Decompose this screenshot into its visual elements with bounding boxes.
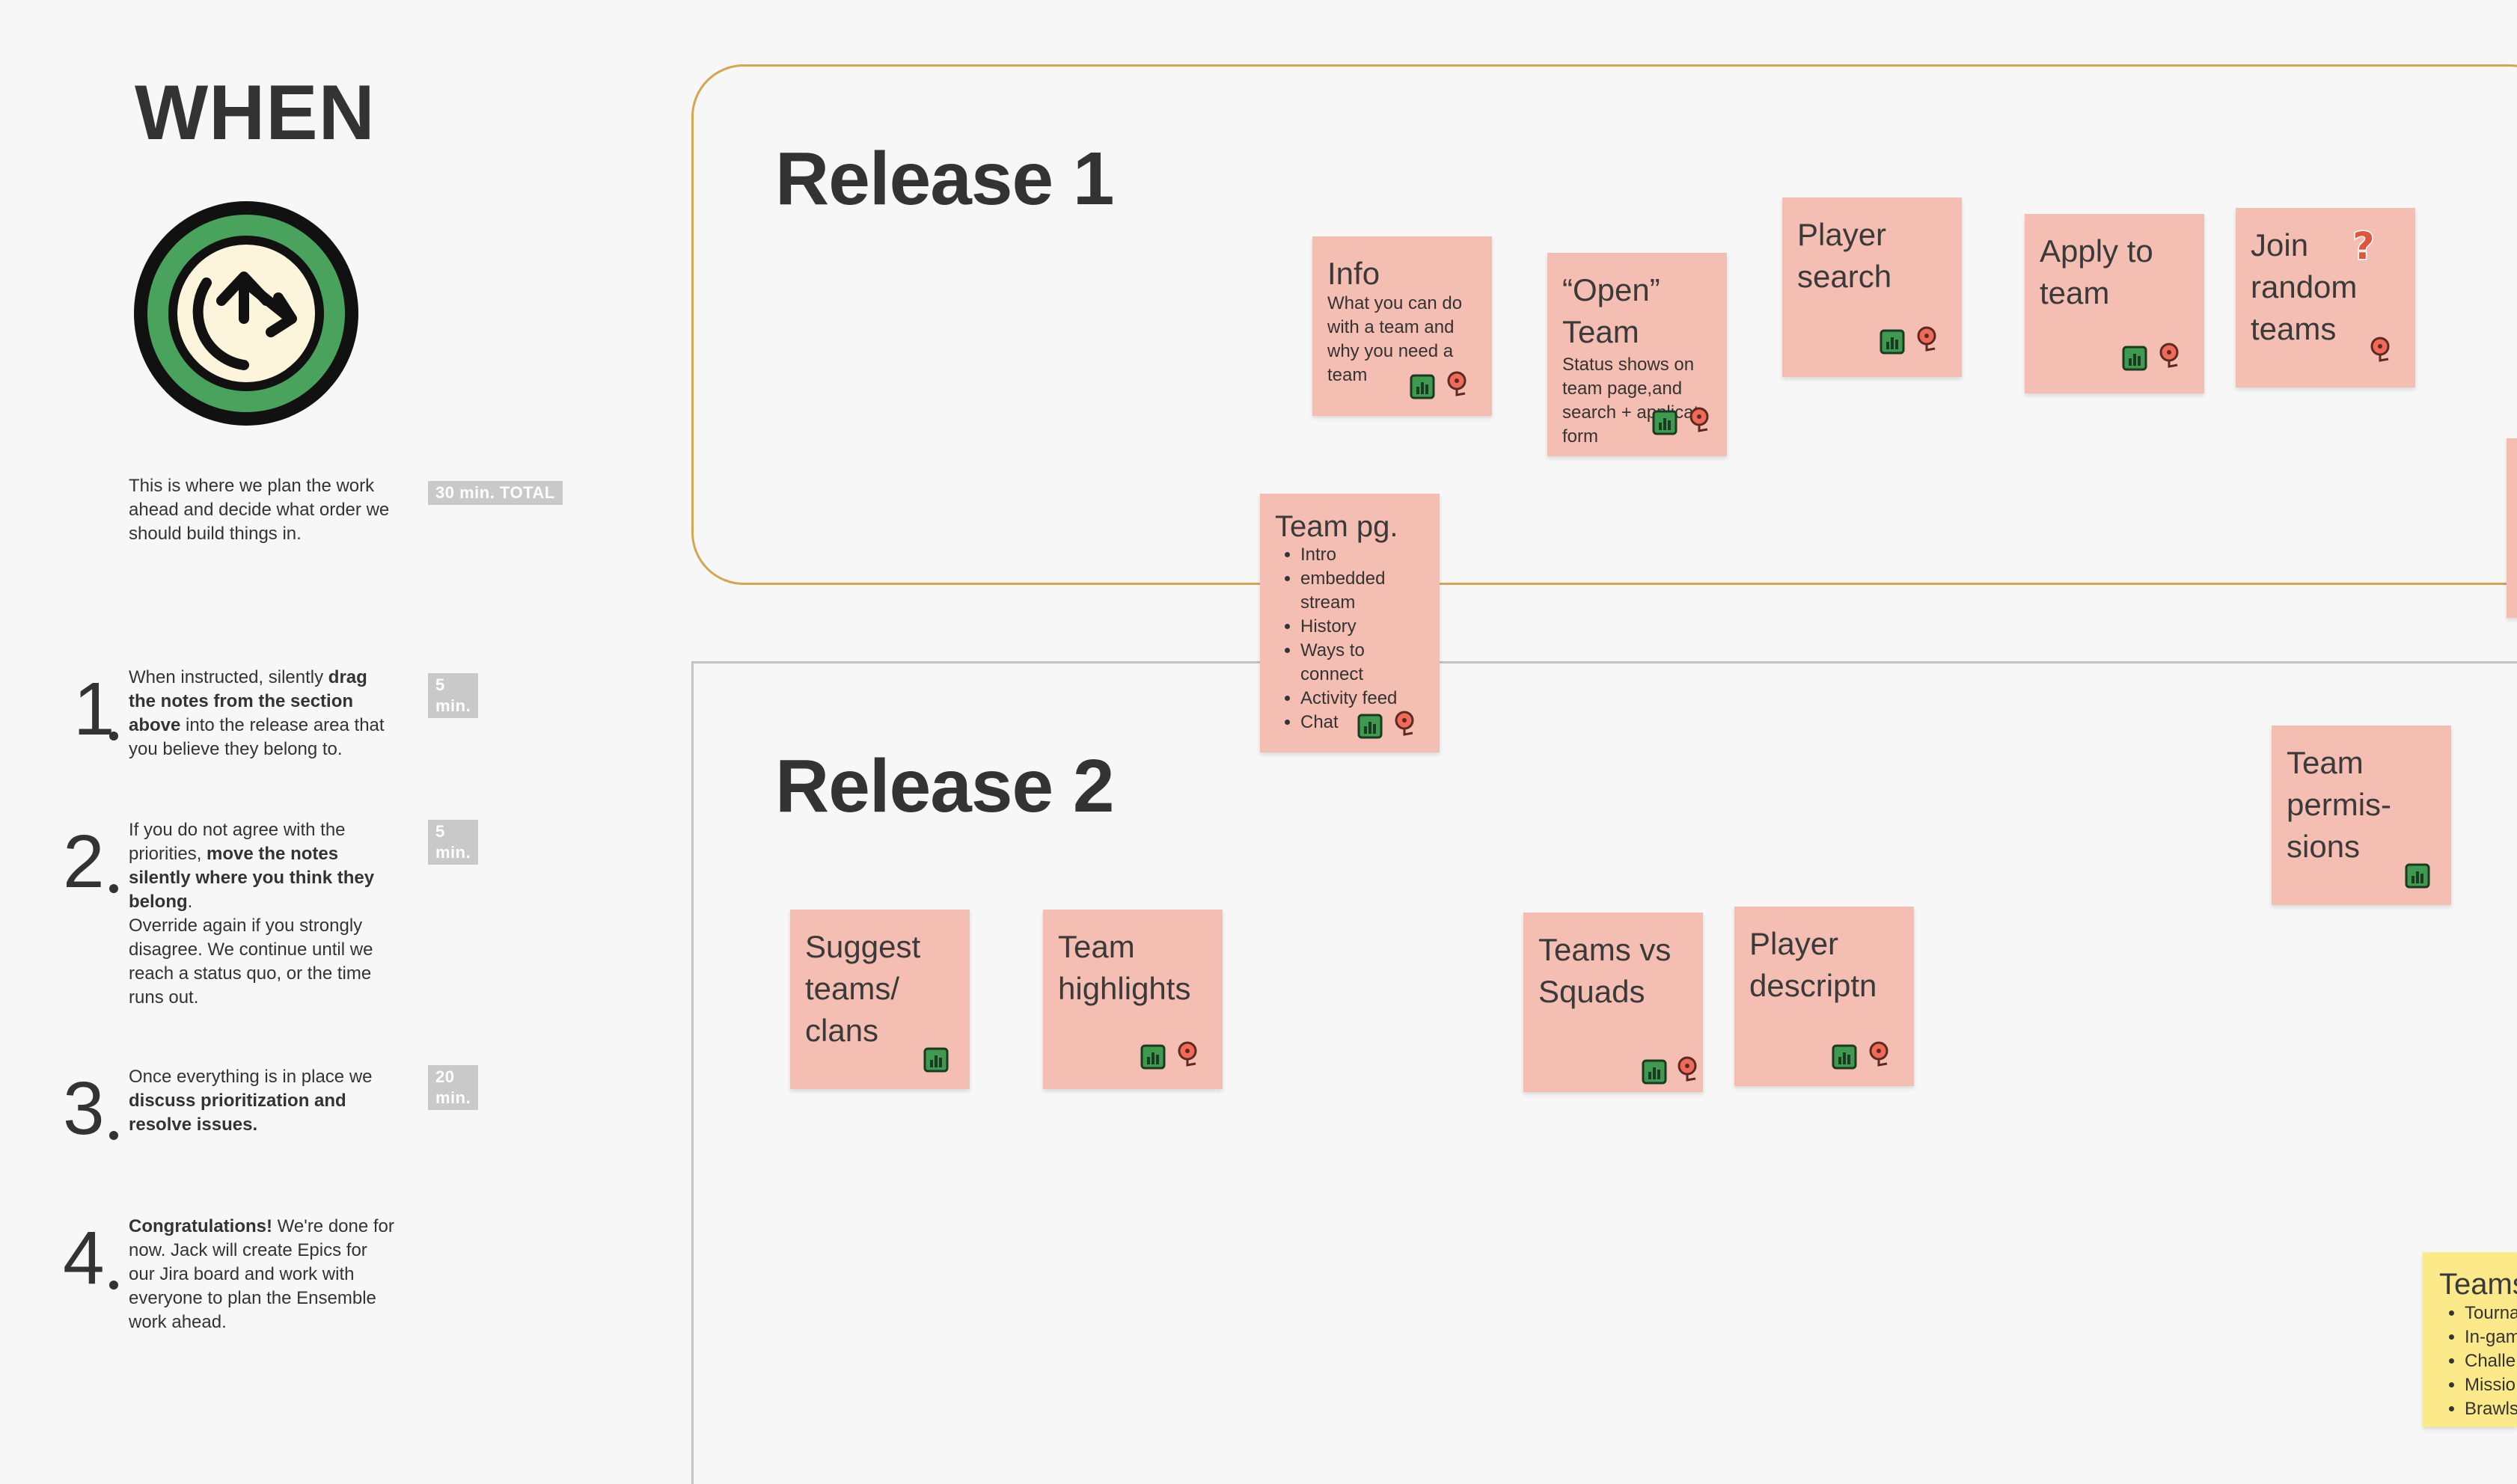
svg-text:?: ? bbox=[2352, 227, 2374, 266]
sticky-note-player-description[interactable]: Player descriptn bbox=[1734, 907, 1914, 1086]
bar-chart-icon bbox=[1410, 374, 1435, 399]
sticky-note-info[interactable]: Info What you can do with a team and why… bbox=[1312, 236, 1492, 416]
list-item: Missio bbox=[2465, 1373, 2517, 1397]
step-number: 2 bbox=[63, 820, 105, 904]
sticky-note-suggest-teams[interactable]: Suggest teams/ clans bbox=[790, 910, 970, 1089]
list-item: Chat bbox=[1300, 711, 1425, 735]
release-1-title: Release 1 bbox=[775, 137, 1114, 221]
list-item: Activity feed bbox=[1300, 687, 1425, 711]
list-item: embedded stream bbox=[1300, 567, 1390, 615]
bar-chart-icon bbox=[1880, 329, 1905, 355]
sticky-note-apply-to-team[interactable]: Apply to team bbox=[2025, 214, 2204, 393]
map-pin-icon bbox=[1869, 1041, 1888, 1067]
note-title: Info bbox=[1327, 256, 1380, 291]
release-2-frame bbox=[691, 661, 2517, 1484]
note-title: Team permis- sions bbox=[2287, 745, 2392, 864]
map-pin-icon bbox=[1178, 1041, 1197, 1067]
map-pin-icon bbox=[2159, 343, 2179, 368]
note-description: Status shows on team page,and search + a… bbox=[1562, 355, 1699, 447]
map-pin-icon bbox=[1917, 326, 1936, 352]
note-title: Team pg. bbox=[1275, 510, 1398, 543]
step-time-badge: 5 min. bbox=[428, 673, 479, 718]
map-pin-icon bbox=[1447, 371, 1467, 396]
step-dot bbox=[109, 732, 118, 741]
bar-chart-icon bbox=[2122, 346, 2147, 371]
bar-chart-icon bbox=[1652, 410, 1678, 435]
note-title: Team highlights bbox=[1058, 929, 1191, 1006]
list-item: Challe bbox=[2465, 1349, 2517, 1373]
step-number: 1 bbox=[73, 667, 115, 751]
map-pin-icon bbox=[1395, 711, 1414, 736]
note-title: Apply to team bbox=[2040, 233, 2153, 310]
list-item: Intro bbox=[1300, 543, 1425, 567]
sticky-note-team-permissions[interactable]: Team permis- sions bbox=[2272, 726, 2451, 905]
question-mark-icon: ? bbox=[2352, 227, 2376, 266]
step-time-badge: 5 min. bbox=[428, 820, 479, 865]
total-time-badge: 30 min. TOTAL bbox=[428, 481, 563, 505]
list-item: Ways to connect bbox=[1300, 639, 1390, 687]
release-1-frame bbox=[691, 64, 2517, 585]
note-list: Tourna In-gam Challe Missio Brawls bbox=[2439, 1301, 2517, 1421]
note-title: Teams vs Squads bbox=[1538, 932, 1672, 1009]
release-2-title: Release 2 bbox=[775, 744, 1114, 828]
note-title: Suggest teams/ clans bbox=[805, 929, 921, 1048]
bar-chart-icon bbox=[2405, 863, 2430, 889]
step-time-badge: 20 min. bbox=[428, 1065, 479, 1110]
when-heading: WHEN bbox=[135, 70, 376, 156]
list-item: Tourna bbox=[2465, 1301, 2517, 1325]
sticky-note-player-search[interactable]: Player search bbox=[1782, 197, 1962, 377]
step-number: 3 bbox=[63, 1067, 105, 1150]
bar-chart-icon bbox=[1140, 1044, 1166, 1070]
note-title: Player search bbox=[1797, 217, 1892, 294]
sticky-note-teams-vs-squads[interactable]: Teams vs Squads bbox=[1523, 913, 1703, 1092]
sticky-note-open-team[interactable]: “Open” Team Status shows on team page,an… bbox=[1547, 253, 1727, 456]
step-dot bbox=[109, 884, 118, 893]
clock-refresh-icon bbox=[134, 201, 358, 426]
step-dot bbox=[109, 1281, 118, 1290]
note-title: Teams bbox=[2439, 1268, 2517, 1301]
map-pin-icon bbox=[2370, 337, 2390, 362]
note-description: What you can do with a team and why you … bbox=[1327, 293, 1463, 385]
sticky-note-team-highlights[interactable]: Team highlights bbox=[1043, 910, 1223, 1089]
sticky-note-partial[interactable] bbox=[2507, 438, 2517, 618]
step-text: Congratulations! We're done for now. Jac… bbox=[129, 1216, 394, 1332]
list-item: History bbox=[1300, 615, 1425, 639]
note-title: Join random teams bbox=[2251, 227, 2358, 346]
bar-chart-icon bbox=[923, 1047, 949, 1073]
sticky-note-join-random-teams[interactable]: Join random teams ? bbox=[2236, 208, 2415, 387]
step-number: 4 bbox=[63, 1216, 105, 1300]
sticky-note-team-page[interactable]: Team pg. Intro embedded stream History W… bbox=[1260, 494, 1440, 752]
bar-chart-icon bbox=[1832, 1044, 1857, 1070]
step-text: If you do not agree with the priorities,… bbox=[129, 820, 375, 1008]
note-list: Intro embedded stream History Ways to co… bbox=[1275, 543, 1425, 735]
list-item: In-gam bbox=[2465, 1325, 2517, 1349]
step-text: Once everything is in place we discuss p… bbox=[129, 1067, 373, 1135]
bar-chart-icon bbox=[1642, 1059, 1667, 1085]
sticky-note-teams-features[interactable]: Teams Tourna In-gam Challe Missio Brawls bbox=[2423, 1252, 2517, 1427]
map-pin-icon bbox=[1678, 1056, 1697, 1082]
list-item: Brawls bbox=[2465, 1397, 2517, 1421]
intro-text: This is where we plan the work ahead and… bbox=[129, 476, 390, 544]
bar-chart-icon bbox=[1357, 714, 1383, 739]
step-text: When instructed, silently drag the notes… bbox=[129, 667, 385, 759]
step-dot bbox=[109, 1131, 118, 1140]
map-pin-icon bbox=[1689, 407, 1709, 432]
note-title: Player descriptn bbox=[1749, 926, 1877, 1003]
note-title: “Open” Team bbox=[1562, 272, 1660, 349]
